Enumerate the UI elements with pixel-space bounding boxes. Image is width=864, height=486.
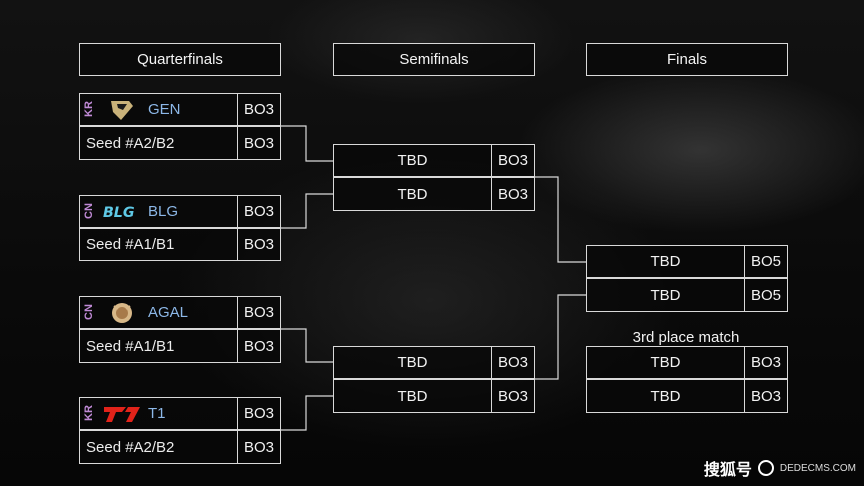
team-name: AGAL	[148, 304, 189, 321]
agal-logo-icon	[102, 300, 142, 326]
t1-logo-icon	[102, 401, 142, 427]
bo-format: BO3	[237, 398, 280, 429]
qf-row-seed[interactable]: Seed #A1/B1 BO3	[79, 329, 281, 363]
sf-row[interactable]: TBD BO3	[333, 177, 535, 211]
seed-label: Seed #A1/B1	[86, 236, 175, 253]
bo-format: BO3	[237, 127, 280, 159]
team-cell: KR GEN	[80, 94, 237, 125]
third-place-row[interactable]: TBD BO3	[586, 379, 788, 413]
qf-row-t1[interactable]: KR T1 BO3	[79, 397, 281, 430]
watermark: 搜狐号 DEDECMS.COM	[704, 456, 856, 480]
team-cell: CN AGAL	[80, 297, 237, 328]
tbd-label: TBD	[650, 387, 681, 405]
connector-qf4-sf2	[281, 395, 333, 431]
connector-qf2-sf1	[281, 193, 333, 229]
team-cell: Seed #A2/B2	[80, 127, 237, 159]
final-row[interactable]: TBD BO5	[586, 245, 788, 278]
team-cell: Seed #A2/B2	[80, 431, 237, 463]
bo-format: BO3	[237, 431, 280, 463]
tbd-label: TBD	[397, 387, 428, 405]
seed-label: Seed #A2/B2	[86, 438, 175, 456]
bo-format: BO3	[491, 178, 534, 210]
round-header-finals: Finals	[586, 43, 788, 76]
gen-logo-icon	[102, 97, 142, 123]
tbd-label: TBD	[397, 354, 428, 371]
qf-row-gen[interactable]: KR GEN BO3	[79, 93, 281, 126]
qf-row-seed[interactable]: Seed #A1/B1 BO3	[79, 228, 281, 261]
team-cell: KR T1	[80, 398, 237, 429]
tbd-label: TBD	[650, 253, 681, 270]
bo-format: BO3	[237, 229, 280, 260]
svg-text:BLG: BLG	[103, 204, 135, 220]
bo-format: BO3	[744, 380, 787, 412]
sf-row[interactable]: TBD BO3	[333, 346, 535, 379]
third-place-row[interactable]: TBD BO3	[586, 346, 788, 379]
tbd-label: TBD	[397, 152, 428, 169]
region-tag: KR	[83, 101, 95, 118]
watermark-circle-icon	[757, 460, 774, 476]
sf-row[interactable]: TBD BO3	[333, 379, 535, 413]
bo-format: BO3	[491, 347, 534, 378]
third-place-label: 3rd place match	[632, 329, 740, 346]
qf-row-seed[interactable]: Seed #A2/B2 BO3	[79, 430, 281, 464]
team-cell: Seed #A1/B1	[80, 330, 237, 362]
qf-row-agal[interactable]: CN AGAL BO3	[79, 296, 281, 329]
tbd-label: TBD	[397, 185, 428, 203]
tbd-label: TBD	[650, 286, 681, 304]
bo-format: BO5	[744, 246, 787, 277]
bo-format: BO3	[491, 380, 534, 412]
watermark-sub: DEDECMS.COM	[779, 462, 856, 474]
bo-format: BO3	[237, 330, 280, 362]
team-name: GEN	[148, 101, 181, 118]
final-row[interactable]: TBD BO5	[586, 278, 788, 312]
watermark-text: 搜狐号	[703, 462, 752, 479]
qf-row-blg[interactable]: CN BLG BLG BO3	[79, 195, 281, 228]
team-name: T1	[148, 405, 166, 422]
round-header-quarterfinals: Quarterfinals	[79, 43, 281, 76]
connector-qf3-sf2	[281, 328, 333, 363]
bo-format: BO3	[237, 196, 280, 227]
connector-sf2-final	[535, 294, 586, 380]
team-cell: Seed #A1/B1	[80, 229, 237, 260]
bo-format: BO3	[491, 145, 534, 176]
bo-format: BO3	[237, 297, 280, 328]
blg-logo-icon: BLG	[102, 199, 142, 225]
seed-label: Seed #A1/B1	[86, 337, 175, 355]
region-tag: KR	[83, 405, 95, 422]
sf-row[interactable]: TBD BO3	[333, 144, 535, 177]
bo-format: BO5	[744, 279, 787, 311]
team-name: BLG	[148, 203, 179, 220]
connector-qf1-sf1	[281, 125, 333, 162]
qf-row-seed[interactable]: Seed #A2/B2 BO3	[79, 126, 281, 160]
team-cell: CN BLG BLG	[80, 196, 237, 227]
bo-format: BO3	[744, 347, 787, 378]
connector-sf1-final	[535, 176, 586, 263]
bo-format: BO3	[237, 94, 280, 125]
region-tag: CN	[83, 203, 95, 220]
region-tag: CN	[83, 304, 95, 321]
tbd-label: TBD	[650, 354, 681, 371]
seed-label: Seed #A2/B2	[86, 134, 175, 152]
round-header-semifinals: Semifinals	[333, 43, 535, 76]
